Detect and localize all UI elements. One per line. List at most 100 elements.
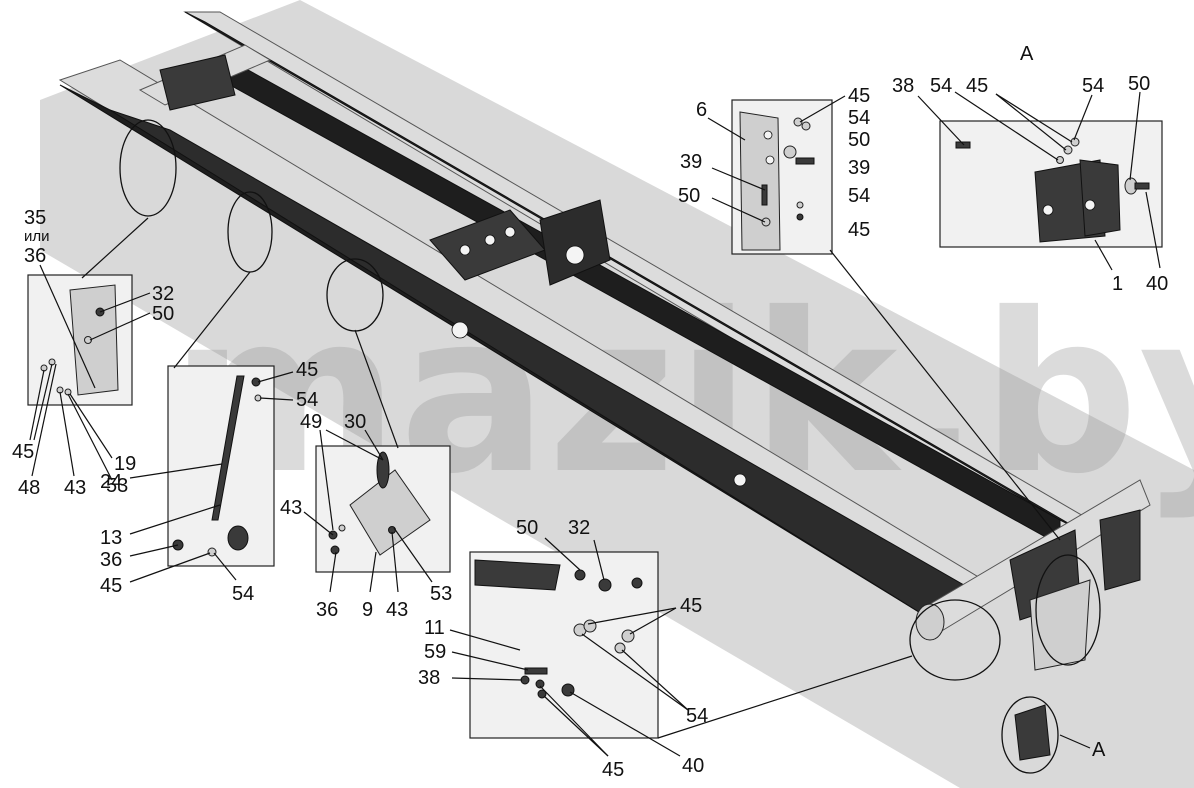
callout-label: 39 [680,151,702,173]
callout-label: 45 [12,441,34,463]
callout-label: 9 [362,599,373,621]
callout-label: 53 [430,583,452,605]
callout-label: 48 [18,477,40,499]
callout-label: 32 [568,517,590,539]
callout-label: 50 [152,303,174,325]
middle-crossmember [539,199,611,286]
callout-label: 43 [386,599,408,621]
nut [520,675,530,685]
bolt [631,577,643,589]
callout-label: 32 [152,283,174,305]
washer [1056,156,1064,164]
callout-label: 30 [344,411,366,433]
plate-hole [459,244,471,256]
detail-marker-hanger [1035,554,1101,666]
detail-marker-front [119,119,177,217]
bolt [561,683,575,697]
callout-label: 38 [892,75,914,97]
leader-line [29,369,45,441]
inset-bracket-plate [69,284,119,396]
rail-hole [733,473,747,487]
plate-hole [765,155,775,165]
leader-line [1059,734,1091,749]
washer [338,524,346,532]
leader-line [1145,191,1161,269]
callout-label: 36 [316,599,338,621]
bolt [1134,182,1150,190]
callout-label: 36 [100,549,122,571]
callout-label: 38 [418,667,440,689]
rail-hole [451,321,469,339]
view-a-pointer-label: A [1092,739,1106,761]
washer [1070,137,1080,147]
leader-line [39,264,96,389]
callout-label: 11 [424,617,445,639]
callout-label: 54 [848,185,870,207]
washer [793,117,803,127]
leader-line [129,463,223,479]
nut [598,578,612,592]
view-a-part-small [1014,704,1051,761]
callout-label: 53 [106,475,128,497]
inset-rail-end [474,559,561,591]
callout-label: 45 [100,575,122,597]
leader-line [995,93,1073,143]
callout-label: 50 [848,129,870,151]
leader-line [711,197,766,223]
leader-line [303,511,334,536]
leader-line [543,695,609,757]
leader-line [319,429,334,531]
leader-line [544,537,581,571]
leader-line [257,371,294,383]
inset-hinge [315,445,451,573]
leader-line [451,677,523,681]
washer [796,201,804,209]
inset-side-plate [739,111,781,251]
callout-label: 36 [24,245,46,267]
leader-line [59,391,75,477]
rod [211,375,245,521]
plate-hole [484,234,496,246]
leader-line [31,363,57,477]
pin [376,451,390,489]
leader-line [587,607,677,625]
detail-marker-rear [909,599,1001,681]
leader-line [629,607,677,635]
pin [761,184,768,206]
leader-line [329,551,337,593]
callout-label: или [24,228,50,245]
leader-line [995,93,1067,151]
washer [621,629,635,643]
inset-pin-assembly [731,99,833,255]
washer [1063,145,1073,155]
leader-line [621,649,689,711]
crossmember-hole [565,245,585,265]
callout-label: 50 [516,517,538,539]
callout-label: 54 [232,583,254,605]
callout-label: 45 [848,219,870,241]
hitch-hole [1042,204,1054,216]
leader-line [1094,239,1113,271]
leader-line [593,539,605,581]
inset-view-a [939,120,1163,248]
leader-line [449,629,521,651]
tube-end [915,603,945,641]
view-a-hitch-side [1079,159,1121,237]
plate-hole [763,130,773,140]
callout-label: 54 [930,75,952,97]
callout-label: 54 [1082,75,1104,97]
washer [207,547,217,557]
washer [801,121,811,131]
callout-label: 54 [296,389,318,411]
callout-label: 6 [696,99,707,121]
leader-line [581,633,689,711]
callout-label: 50 [1128,73,1150,95]
callout-label: 45 [602,759,624,781]
leader-line [917,95,965,146]
callout-label: 19 [114,453,136,475]
callout-label: 24 [100,471,122,493]
leader-line [213,552,237,581]
callout-labels: A 38 54 45 54 50 1 40 6 45 54 50 39 39 5… [12,43,1168,781]
leader-line [67,393,113,481]
